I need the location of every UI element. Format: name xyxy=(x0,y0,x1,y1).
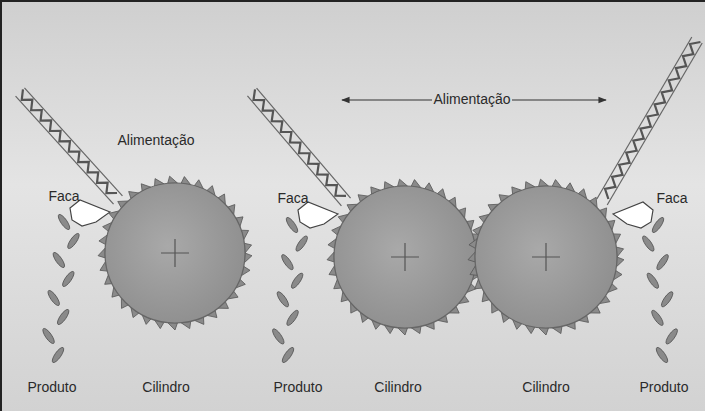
chip xyxy=(654,346,669,364)
chip xyxy=(327,252,334,262)
chip xyxy=(275,290,290,308)
chip xyxy=(50,346,65,364)
feed-chute xyxy=(597,37,702,205)
cylinder-axis xyxy=(161,239,189,267)
chip xyxy=(398,328,408,335)
chip xyxy=(655,253,670,271)
chute-wall xyxy=(247,96,341,206)
chip xyxy=(650,309,665,327)
feed-strand xyxy=(22,89,117,193)
part-label: Cilindro xyxy=(142,380,189,395)
chip xyxy=(98,248,105,258)
cylinder-body xyxy=(334,186,476,328)
chip xyxy=(66,232,81,250)
feed-arrow xyxy=(512,99,606,100)
chip xyxy=(168,176,178,183)
feed-strand xyxy=(605,42,700,199)
chip xyxy=(271,327,286,345)
feed-arrow xyxy=(342,99,432,100)
cylinder-body xyxy=(475,186,617,328)
chip xyxy=(290,272,305,290)
feed-chute xyxy=(247,88,350,206)
product-chips xyxy=(41,213,81,364)
chute-wall xyxy=(257,88,351,198)
feed-chute xyxy=(16,88,123,204)
chip xyxy=(468,252,475,262)
part-label: Alimentação xyxy=(117,133,194,148)
chip xyxy=(284,216,299,234)
cylinder-axis xyxy=(391,243,419,271)
chip xyxy=(56,213,71,231)
chip xyxy=(539,328,549,335)
part-label: Cilindro xyxy=(374,380,421,395)
chip xyxy=(641,234,656,252)
cylinder xyxy=(98,176,252,330)
knife xyxy=(613,202,653,228)
cylinder xyxy=(468,179,624,335)
feed-strand xyxy=(254,89,346,195)
part-label: Alimentação xyxy=(433,92,510,107)
chip xyxy=(650,216,665,234)
chip xyxy=(539,179,549,186)
part-label: Cilindro xyxy=(522,380,569,395)
chip xyxy=(56,308,71,326)
cylinder xyxy=(327,179,483,335)
cylinder-axis xyxy=(532,243,560,271)
chip xyxy=(285,309,300,327)
part-label: Produto xyxy=(639,380,688,395)
chip xyxy=(168,323,178,330)
chute-wall xyxy=(16,96,114,204)
chute-wall xyxy=(597,37,692,199)
product-chips xyxy=(271,216,310,364)
chip xyxy=(61,270,76,288)
chip xyxy=(398,179,408,186)
part-label: Produto xyxy=(27,380,76,395)
chip xyxy=(280,253,295,271)
product-chips xyxy=(641,216,680,364)
chip xyxy=(46,289,61,307)
chip xyxy=(51,251,66,269)
chip xyxy=(660,290,675,308)
part-label: Faca xyxy=(48,189,79,204)
chip xyxy=(294,234,309,252)
part-label: Produto xyxy=(273,380,322,395)
part-label: Faca xyxy=(656,191,687,206)
chip xyxy=(280,346,295,364)
chute-wall xyxy=(607,43,702,205)
part-label: Faca xyxy=(277,191,308,206)
chute-wall xyxy=(24,88,122,196)
chip xyxy=(41,327,56,345)
cylinder-body xyxy=(105,183,245,323)
chip xyxy=(664,327,679,345)
chip xyxy=(645,272,660,290)
